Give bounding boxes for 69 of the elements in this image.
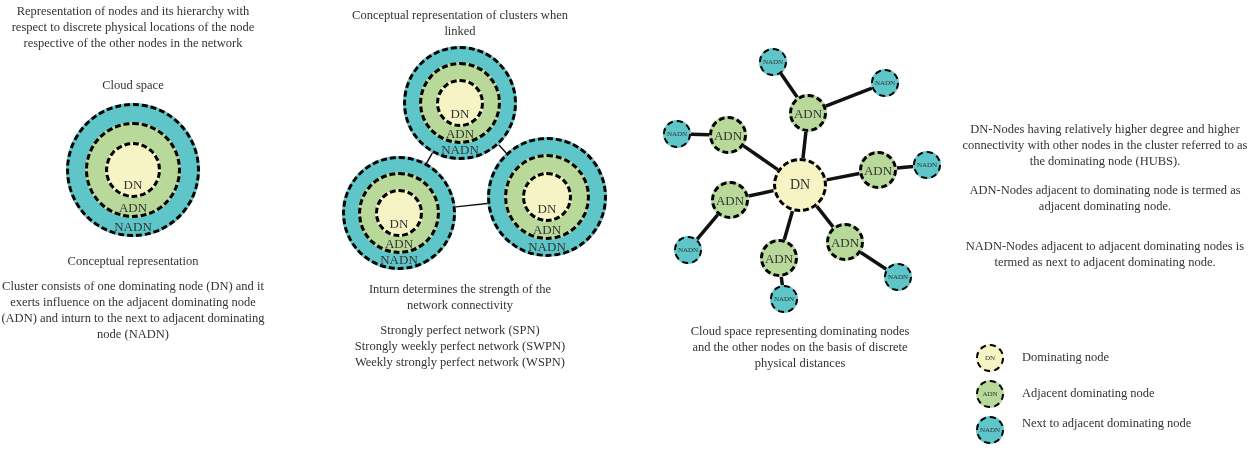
outer-node	[759, 48, 787, 76]
caption-text: Cluster consists of one dominating node (DN) and it exerts influence on the adjacent dominating node (ADN) and inturn to the next to adjacent dominating node (NADN)	[0, 278, 266, 342]
legend-text: Adjacent dominating node	[1022, 386, 1156, 401]
outer-node	[871, 69, 899, 97]
connector-line	[896, 164, 914, 170]
node-label: ADN	[384, 237, 414, 251]
middle-ring	[357, 171, 441, 255]
node-label: NADN	[528, 240, 566, 253]
node-label: DN	[537, 202, 557, 216]
node-label: DN	[789, 178, 811, 192]
caption-text: Conceptual representation	[66, 253, 200, 269]
node-label: ADN	[793, 106, 823, 120]
caption-text: Inturn determines the strength of the network connectivity	[367, 281, 553, 313]
caption-text: Cloud space	[101, 77, 165, 93]
node-label: ADN	[863, 163, 893, 177]
connector-line	[748, 188, 774, 198]
adjacent-node	[760, 239, 798, 277]
node-label: ADN	[532, 223, 562, 237]
caption-text: ADN-Nodes adjacent to dominating node is termed as adjacent dominating node.	[968, 182, 1242, 214]
caption-text: NADN-Nodes adjacent to adjacent dominating nodes is termed as next to adjacent dominating node.	[964, 238, 1246, 270]
caption-text: Cloud space representing dominating nodes and the other nodes on the basis of discrete physical distances	[689, 323, 911, 371]
connector-line	[690, 132, 710, 137]
adjacent-node	[789, 94, 827, 132]
outer-node	[674, 236, 702, 264]
hub-node	[773, 158, 827, 212]
node-label: DN	[450, 106, 470, 120]
caption-text: Strongly weekly perfect network (SWPN)	[353, 338, 567, 354]
adjacent-node	[826, 223, 864, 261]
caption-text: Strongly perfect network (SPN)	[379, 322, 541, 338]
outer-node	[913, 151, 941, 179]
middle-ring	[84, 121, 182, 219]
node-label: ADN	[713, 128, 743, 142]
legend-sample	[976, 380, 1004, 408]
node-label: ADN	[764, 251, 794, 265]
node-label: ADN	[715, 193, 745, 207]
adjacent-node	[709, 116, 747, 154]
middle-ring	[418, 61, 502, 145]
connector-line	[779, 72, 799, 99]
caption-text: DN-Nodes having relatively higher degree and higher connectivity with other nodes in the cluster referred to as the dominating node (HUBS).	[961, 121, 1249, 169]
connector-line	[742, 144, 779, 172]
outer-node	[770, 285, 798, 313]
connector-line	[782, 210, 795, 241]
connector-line	[825, 86, 873, 108]
legend-sample	[976, 416, 1004, 444]
middle-ring	[503, 153, 591, 241]
legend-text: Next to adjacent dominating node	[1022, 416, 1193, 431]
connector-line	[815, 205, 835, 229]
node-label: NADN	[114, 220, 152, 233]
outer-node	[663, 120, 691, 148]
legend-sample	[976, 344, 1004, 372]
node-label: ADN	[830, 235, 860, 249]
node-label: DN	[389, 216, 409, 230]
caption-text: Weekly strongly perfect network (WSPN)	[353, 354, 566, 370]
connector-line	[779, 276, 785, 286]
caption-text: Conceptual representation of clusters when linked	[351, 7, 569, 39]
connector-line	[801, 131, 808, 159]
adjacent-node	[711, 181, 749, 219]
outer-node	[884, 263, 912, 291]
node-label: DN	[123, 178, 143, 192]
node-label: ADN	[445, 127, 475, 141]
connector-line	[826, 171, 860, 182]
node-label: ADN	[118, 201, 148, 215]
node-label: NADN	[380, 253, 418, 266]
caption-text: Representation of nodes and its hierarchy with respect to discrete physical locations of the node respective of the other nodes in the network	[10, 3, 256, 51]
node-label: NADN	[441, 143, 479, 156]
connector-line	[695, 213, 720, 241]
connector-line	[454, 202, 489, 208]
legend-text: Dominating node	[1022, 350, 1111, 365]
adjacent-node	[859, 151, 897, 189]
